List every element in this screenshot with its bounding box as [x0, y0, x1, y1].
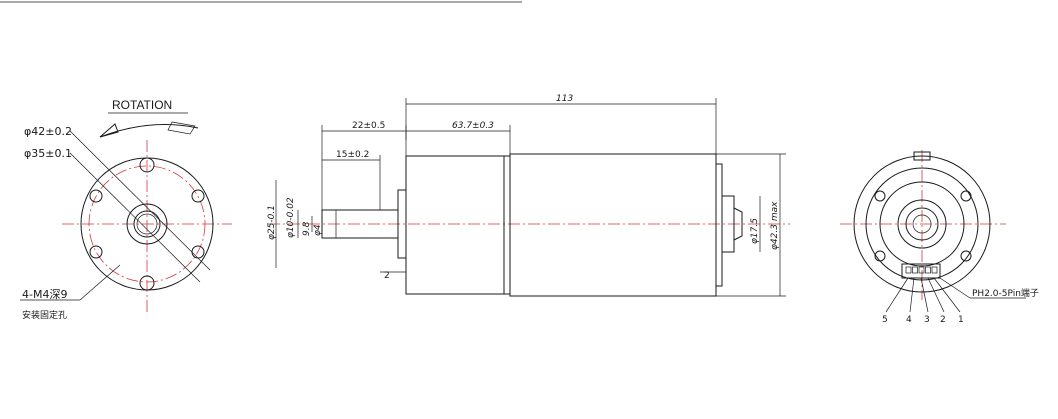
pin-leader-1: [933, 277, 961, 313]
rear-body-circle: [879, 181, 965, 267]
pin-label-3: 3: [924, 315, 930, 325]
rear-pin-2: [925, 266, 931, 274]
pin-label-5: 5: [882, 315, 888, 325]
rear-hole-ul: [874, 190, 886, 202]
dim-total-label: 113: [556, 94, 573, 104]
dim-flat-v-label: 9.8: [302, 221, 312, 236]
dim-flange-label: 2: [384, 271, 390, 281]
front-d1-label: φ42±0.2: [24, 125, 72, 138]
rotation-label: ROTATION: [112, 98, 172, 112]
front-boss: [126, 203, 168, 245]
front-hole-ll: [89, 245, 103, 259]
rear-tab-top: [913, 151, 931, 161]
rear-hole-ll: [874, 250, 886, 262]
pin-label-2: 2: [940, 315, 946, 325]
side-endcap: [715, 163, 723, 287]
pin-leader-4: [909, 277, 915, 313]
rear-pin-5: [905, 266, 912, 274]
dim-gear-label: 63.7±0.3: [452, 121, 494, 131]
rear-bearing-circle: [905, 207, 939, 241]
pin-leader-2: [927, 277, 945, 313]
front-leader-d2: [69, 152, 201, 283]
side-rear-bearing: [733, 207, 743, 241]
rear-pin-3: [918, 266, 925, 274]
connector-label: PH2.0-5Pin端子: [972, 287, 1039, 299]
pin-leader-5: [885, 277, 909, 313]
front-hole-ul: [89, 189, 103, 203]
front-shaft: [133, 210, 161, 238]
dim-max-label: φ42.3 max: [770, 201, 780, 250]
rotation-arrow-icon: [99, 123, 119, 138]
front-holes-label: 4-M4深9: [22, 288, 67, 301]
side-rear-boss: [721, 195, 735, 253]
rear-hole-ur: [960, 190, 972, 202]
front-hole-top: [139, 157, 155, 173]
connector-leader: [939, 277, 971, 299]
rear-pin-4: [912, 266, 918, 274]
side-gearbox: [405, 155, 511, 295]
front-shaft-inner: [136, 213, 158, 235]
rear-view: [840, 150, 1026, 313]
rear-hole-lr: [960, 250, 972, 262]
front-d2-label: φ35±0.1: [24, 147, 72, 160]
dim-shaft-label: φ10-0.02: [286, 197, 296, 238]
front-hole-ur: [191, 189, 205, 203]
pin-label-1: 1: [958, 315, 964, 325]
rear-endcap-circle: [865, 167, 979, 281]
rear-pin-1: [931, 266, 938, 274]
front-view: [20, 112, 232, 312]
rear-boss-circle: [897, 199, 947, 249]
side-motor-body: [509, 153, 717, 297]
dim-motor-label: φ17.5: [750, 218, 760, 244]
rotation-hatch-icon: [167, 121, 196, 135]
pin-label-4: 4: [906, 315, 912, 325]
rear-shaft-circle: [912, 214, 932, 234]
dim-shaft-ext-label: 22±0.5: [352, 121, 385, 131]
front-holes-note: 安装固定孔: [22, 309, 67, 321]
front-bolt-circle: [88, 165, 206, 283]
dim-flat-label: 15±0.2: [336, 150, 369, 160]
front-leader-holes: [79, 264, 121, 301]
front-leader-d1: [69, 130, 211, 271]
rear-outer-circle: [853, 155, 991, 293]
dim-boss-label: φ25-0.1: [267, 205, 277, 240]
front-hole-bottom: [139, 275, 155, 291]
side-view: [268, 98, 790, 297]
pin-leader-3: [920, 277, 929, 313]
dim-small-label: φ4: [313, 224, 323, 236]
rotation-arc: [99, 124, 199, 138]
